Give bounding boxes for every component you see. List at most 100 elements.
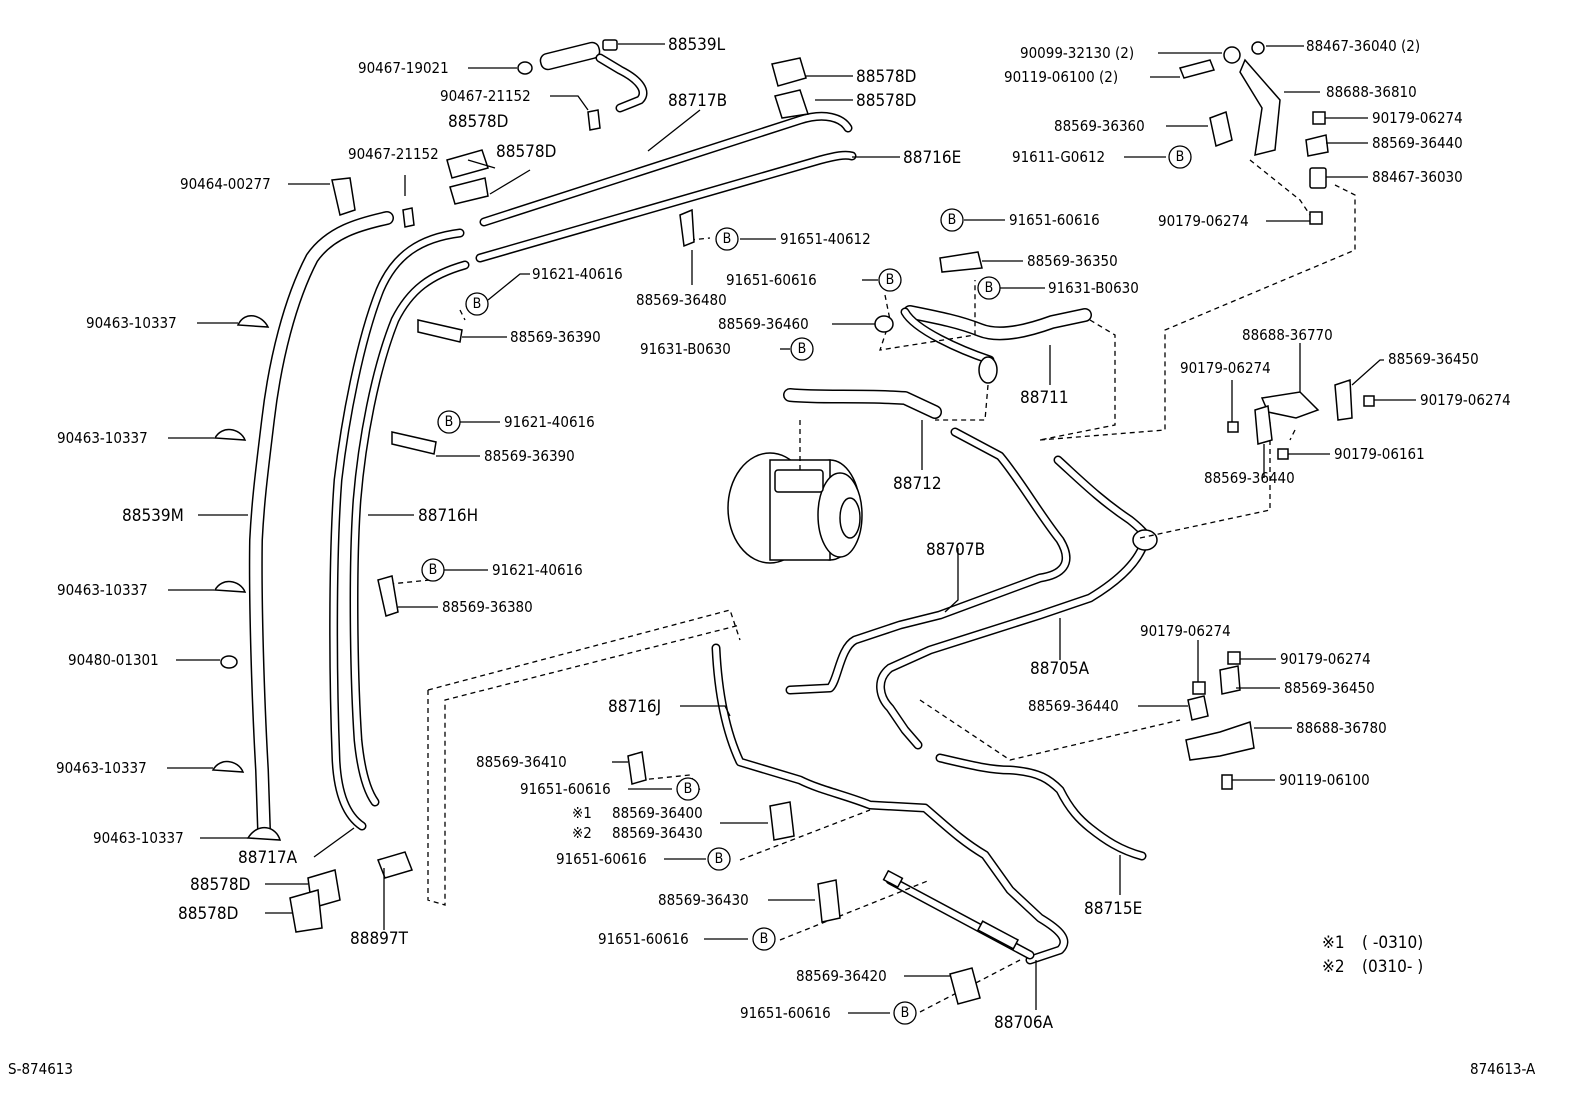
label-88707B: 88707B <box>926 540 985 560</box>
label-88539L: 88539L <box>668 35 726 55</box>
label-91621-40616-b: 91621-40616 <box>504 413 595 431</box>
label-88897T: 88897T <box>350 929 409 949</box>
b-marker-2: B <box>465 292 489 316</box>
footer-left-code: S-874613 <box>8 1060 73 1078</box>
label-90179-06274-e: 90179-06274 <box>1140 622 1231 640</box>
label-90179-06274-d: 90179-06274 <box>1420 391 1511 409</box>
pipe-88717A <box>329 228 465 831</box>
label-88539M: 88539M <box>122 506 184 526</box>
label-91631-B0630-b: 91631-B0630 <box>640 340 731 358</box>
note-mark-1: ※1 <box>572 804 592 822</box>
label-90467-19021: 90467-19021 <box>358 59 449 77</box>
compressor <box>727 452 863 564</box>
label-88578D-a: 88578D <box>856 67 916 87</box>
note-mark-2: ※2 <box>572 824 592 842</box>
svg-text:B: B <box>985 280 994 296</box>
label-88569-36390-b: 88569-36390 <box>484 447 575 465</box>
label-90467-21152-b: 90467-21152 <box>348 145 439 163</box>
label-91651-60616-e: 91651-60616 <box>598 930 689 948</box>
b-marker-9: B <box>676 777 700 801</box>
svg-text:B: B <box>684 781 693 797</box>
svg-text:B: B <box>723 231 732 247</box>
b-marker-1: B <box>715 227 739 251</box>
label-88716J: 88716J <box>608 697 661 717</box>
b-markers: B B B B B B B B B B B B B <box>421 145 1192 1025</box>
clamp-parts <box>211 41 1375 1005</box>
svg-text:B: B <box>1176 149 1185 165</box>
label-88569-36480: 88569-36480 <box>636 291 727 309</box>
label-88569-36350: 88569-36350 <box>1027 252 1118 270</box>
svg-text:B: B <box>798 341 807 357</box>
leader-lines <box>167 43 1416 1014</box>
svg-text:B: B <box>473 296 482 312</box>
b-marker-3: B <box>437 410 461 434</box>
label-88467-36030: 88467-36030 <box>1372 168 1463 186</box>
label-90464-00277: 90464-00277 <box>180 175 271 193</box>
svg-text:B: B <box>715 851 724 867</box>
pipe-88716J <box>711 643 1069 965</box>
grommet-3 <box>213 580 247 593</box>
footer-right-code: 874613-A <box>1470 1060 1536 1078</box>
label-88569-36360: 88569-36360 <box>1054 117 1145 135</box>
label-88717B: 88717B <box>668 91 727 111</box>
pipe-88716H <box>349 260 470 807</box>
label-90179-06161: 90179-06161 <box>1334 445 1425 463</box>
grommet-2 <box>213 428 247 441</box>
label-91651-60616-b: 91651-60616 <box>726 271 817 289</box>
label-88569-36410: 88569-36410 <box>476 753 567 771</box>
pipe-88707B <box>785 427 1071 695</box>
label-88716E: 88716E <box>903 148 961 168</box>
label-88578D-e: 88578D <box>190 875 250 895</box>
hose-88712 <box>783 388 942 419</box>
svg-text:B: B <box>901 1005 910 1021</box>
label-88706A: 88706A <box>994 1013 1054 1033</box>
label-90179-06274-c: 90179-06274 <box>1180 359 1271 377</box>
label-88711: 88711 <box>1020 388 1069 408</box>
label-88688-36770: 88688-36770 <box>1242 326 1333 344</box>
label-88717A: 88717A <box>238 848 298 868</box>
part-labels: 88539L 90467-19021 90467-21152 88578D 88… <box>56 35 1511 1033</box>
b-marker-12: B <box>893 1001 917 1025</box>
b-marker-6: B <box>878 268 902 292</box>
label-90463-10337-e: 90463-10337 <box>93 829 184 847</box>
grommet-5 <box>211 760 245 773</box>
b-marker-4: B <box>421 558 445 582</box>
label-88569-36440-b: 88569-36440 <box>1204 469 1295 487</box>
label-88569-36380: 88569-36380 <box>442 598 533 616</box>
label-91651-60616-a: 91651-60616 <box>1009 211 1100 229</box>
label-88569-36430-a: 88569-36430 <box>612 824 703 842</box>
label-90463-10337-a: 90463-10337 <box>86 314 177 332</box>
label-91651-60616-c: 91651-60616 <box>520 780 611 798</box>
notes: ※1 ( -0310) ※2 (0310- ) <box>1322 933 1423 977</box>
label-88715E: 88715E <box>1084 899 1142 919</box>
grommet-6 <box>246 827 282 841</box>
dashed-leaders <box>379 159 1356 1013</box>
grommet-4 <box>220 655 238 669</box>
b-marker-11: B <box>752 927 776 951</box>
hose-88539L <box>539 39 648 113</box>
label-91611-G0612: 91611-G0612 <box>1012 148 1105 166</box>
label-90119-06100-a: 90119-06100 (2) <box>1004 68 1118 86</box>
label-90467-21152-a: 90467-21152 <box>440 87 531 105</box>
label-88578D-b: 88578D <box>856 91 916 111</box>
note-2-mark: ※2 <box>1322 957 1345 977</box>
label-88569-36400: 88569-36400 <box>612 804 703 822</box>
label-88578D-d: 88578D <box>496 142 556 162</box>
pipe-88717B <box>479 111 853 227</box>
svg-text:B: B <box>948 212 957 228</box>
label-88569-36420: 88569-36420 <box>796 967 887 985</box>
label-91651-60616-d: 91651-60616 <box>556 850 647 868</box>
pipe-88705A <box>876 535 1150 750</box>
label-88688-36780: 88688-36780 <box>1296 719 1387 737</box>
label-88569-36430-b: 88569-36430 <box>658 891 749 909</box>
grommet-1 <box>236 315 270 328</box>
hose-88539M <box>248 211 394 837</box>
b-marker-5: B <box>940 208 964 232</box>
svg-text:B: B <box>760 931 769 947</box>
label-90463-10337-c: 90463-10337 <box>57 581 148 599</box>
b-marker-7: B <box>977 276 1001 300</box>
label-90179-06274-a: 90179-06274 <box>1372 109 1463 127</box>
label-90119-06100-b: 90119-06100 <box>1279 771 1370 789</box>
hose-88711 <box>900 305 1092 384</box>
